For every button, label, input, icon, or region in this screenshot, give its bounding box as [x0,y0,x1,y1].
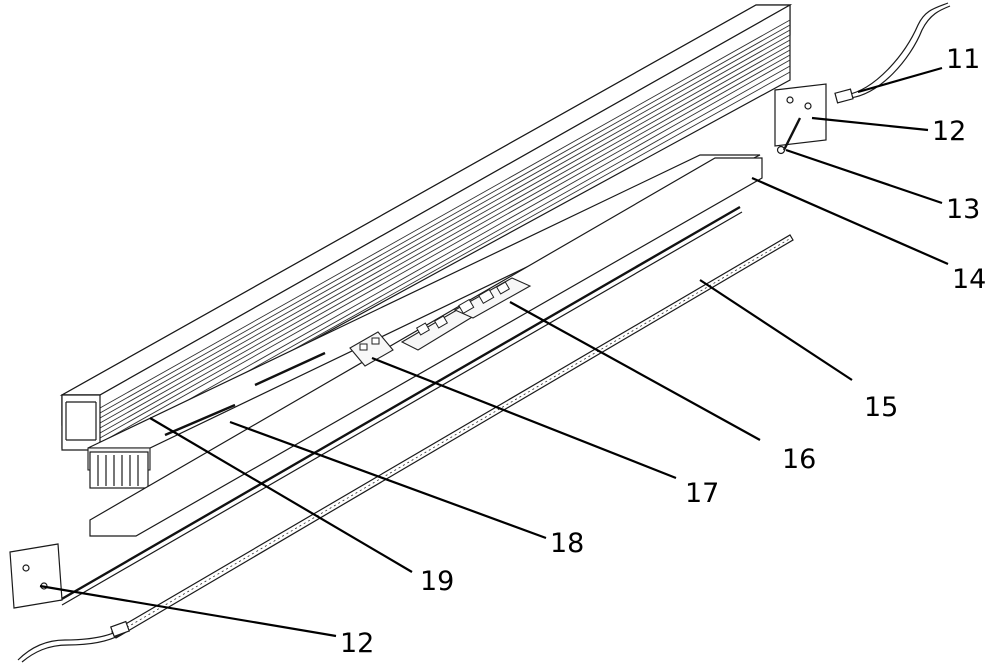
pcb-main [400,277,532,351]
leader-16 [509,301,761,441]
label-19: 19 [420,566,454,597]
leader-lines [39,66,949,638]
power-cable-top [834,2,951,104]
label-11: 11 [946,44,980,75]
leader-13 [785,148,943,205]
label-12-bottom: 12 [340,628,374,659]
pcb-small [349,331,394,367]
label-15: 15 [864,392,898,423]
cover-strip [89,157,763,537]
heatsink-comb [89,451,149,489]
label-18: 18 [550,528,584,559]
label-16: 16 [782,444,816,475]
end-cap-top [774,83,827,155]
leader-12-bottom [39,584,337,638]
leader-18 [229,420,547,540]
label-13: 13 [946,194,980,225]
label-12-top: 12 [932,116,966,147]
callout-labels: 11 12 13 14 15 16 17 18 19 12 [340,44,986,659]
leader-17 [371,356,677,480]
housing-fins [99,19,791,452]
end-cap-bottom [9,543,63,609]
power-cable-bottom [17,620,130,663]
led-strip [59,205,743,606]
label-14: 14 [952,264,986,295]
leader-12-top [811,116,929,132]
leader-19 [149,417,413,573]
label-17: 17 [685,478,719,509]
leader-14 [751,176,949,266]
chassis-plate [87,154,761,489]
leader-11 [857,66,943,94]
leader-15 [699,279,853,381]
housing-profile [59,3,793,452]
